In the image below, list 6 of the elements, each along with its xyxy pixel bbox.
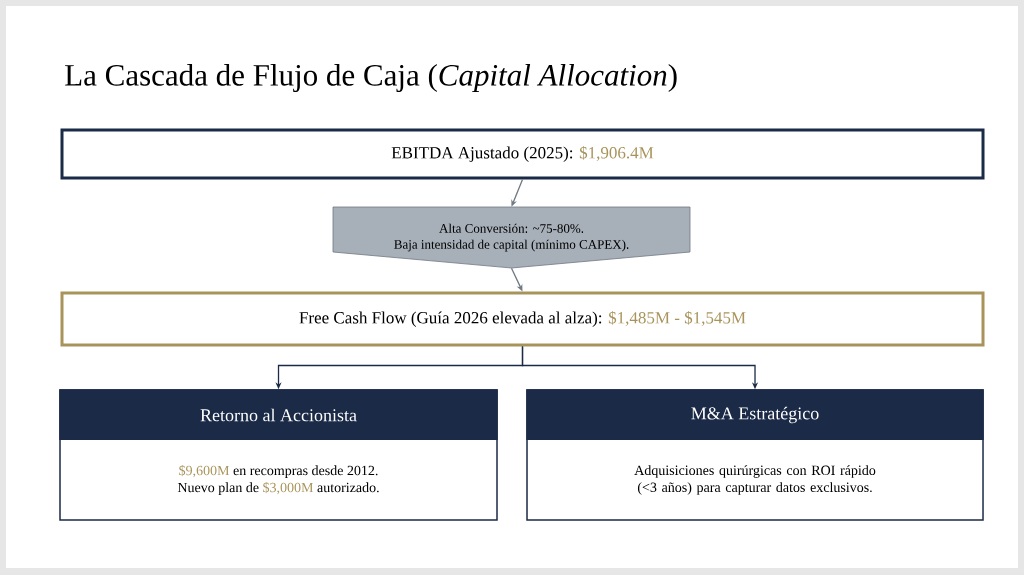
value-box: Free Cash Flow (Guía 2026 elevada al alza): $1,485M - $1,545M: [60, 291, 985, 347]
chevron-box: Alta Conversión: ~75-80%. Baja intensidad de capital (mínimo CAPEX).: [332, 206, 691, 269]
title: La Cascada de Flujo de Caja (Capital Allocation): [65, 63, 677, 93]
card: M&A Estratégico Adquisiciones quirúrgicas con ROI rápido (<3 años) para capturar datos exclusivos.: [526, 389, 984, 521]
card: Retorno al Accionista $9,600M en recompras desde 2012. Nuevo plan de $3,000M autorizado.: [59, 389, 498, 521]
value-box: EBITDA Ajustado (2025): $1,906.4M: [60, 128, 985, 180]
